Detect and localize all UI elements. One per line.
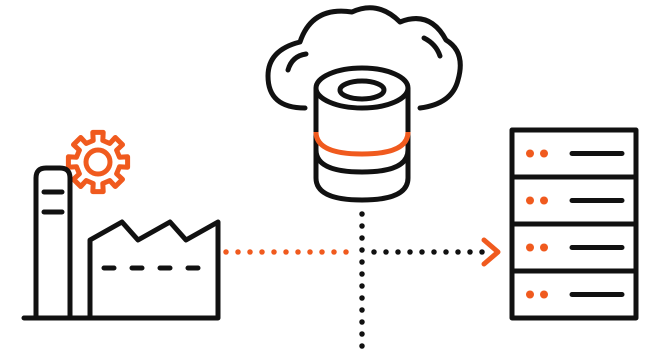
cloud-highlight — [421, 35, 443, 59]
factory-body — [21, 219, 221, 321]
indicator-light — [540, 290, 548, 299]
gear-icon — [65, 129, 131, 195]
indicator-light — [540, 149, 548, 158]
indicator-light — [526, 196, 534, 205]
arrow-head-icon — [481, 237, 501, 267]
factory-icon — [21, 165, 221, 321]
indicator-light — [526, 149, 534, 158]
factory-chimney — [33, 165, 73, 321]
cloud-icon — [265, 5, 463, 111]
database-band — [313, 149, 411, 175]
database-icon — [313, 65, 411, 203]
indicator-light — [540, 243, 548, 252]
indicator-light — [540, 196, 548, 205]
indicator-light — [526, 243, 534, 252]
indicator-light — [526, 290, 534, 299]
cloud-highlight — [285, 51, 309, 73]
server-rack-icon — [509, 127, 639, 321]
database-band-accent — [313, 131, 411, 157]
